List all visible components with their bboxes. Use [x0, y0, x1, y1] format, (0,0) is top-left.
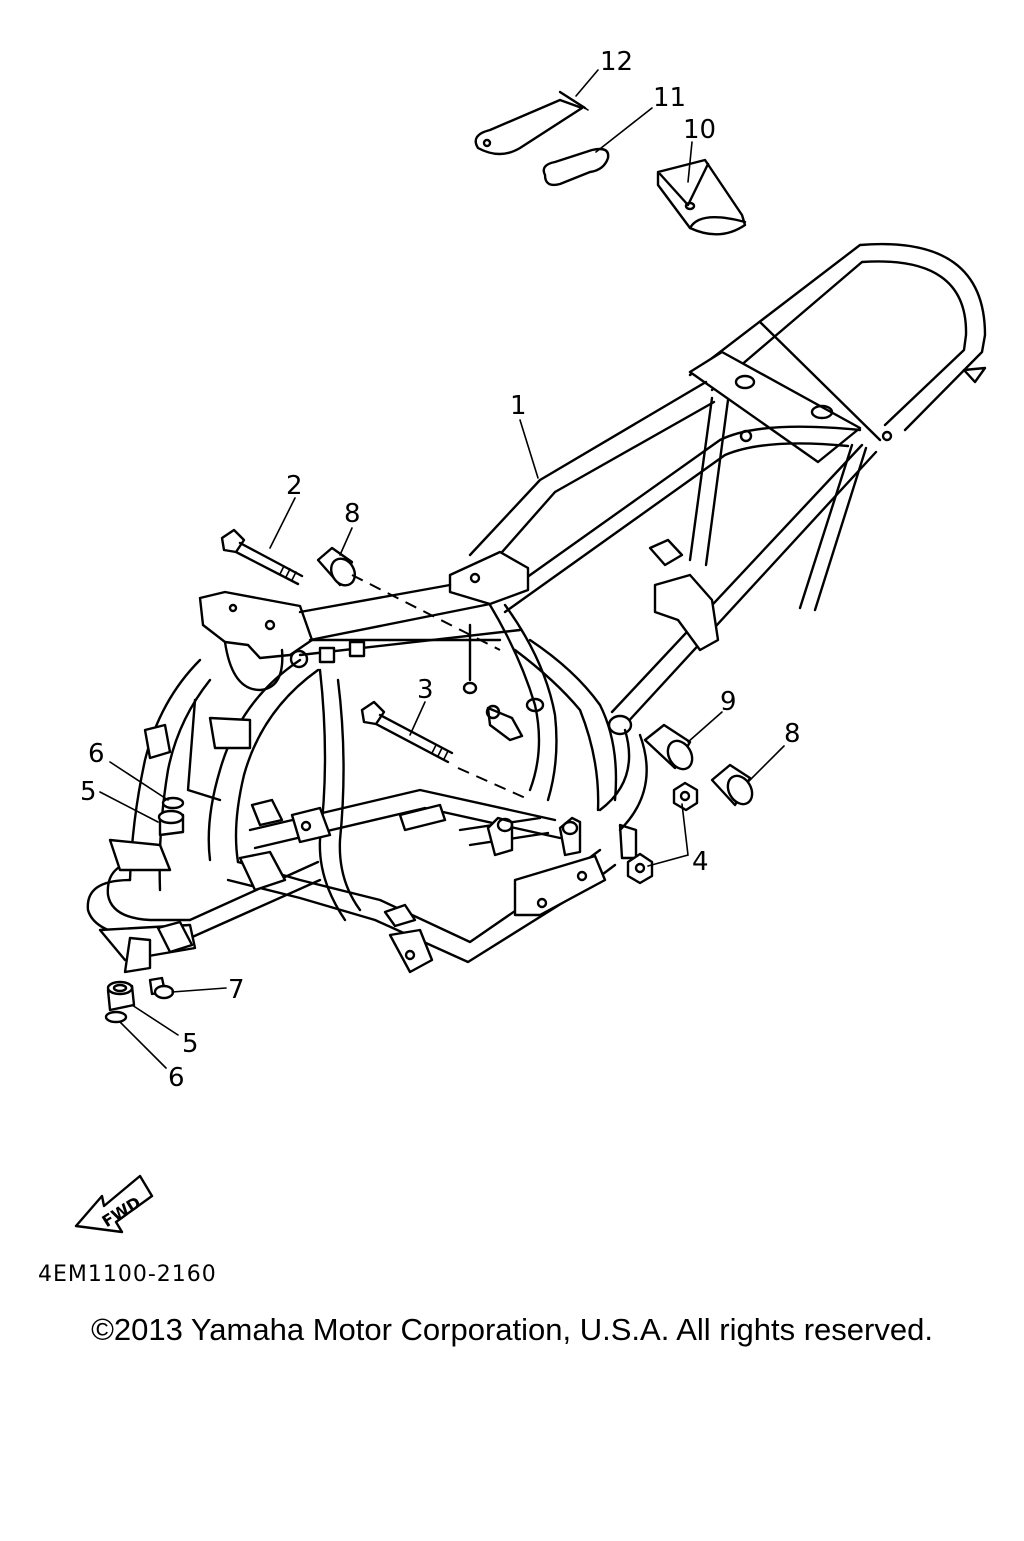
callout-12: 12 [600, 47, 633, 77]
callout-5-upper: 5 [80, 777, 97, 807]
copyright-notice: ©2013 Yamaha Motor Corporation, U.S.A. A… [91, 1312, 933, 1347]
fwd-arrow-icon: FWD [74, 1174, 154, 1234]
diagram-code: 4EM1100-2160 [38, 1262, 217, 1287]
damper-5-lower [106, 980, 136, 1012]
callout-labels: 12 11 10 1 2 8 3 9 8 4 6 5 7 5 6 [80, 47, 801, 1093]
callout-9: 9 [720, 687, 737, 717]
tool-bag-10 [656, 158, 747, 236]
callout-10: 10 [683, 115, 716, 145]
callout-6-upper: 6 [88, 739, 105, 769]
callout-8-upper: 8 [344, 499, 361, 529]
callout-7: 7 [228, 975, 245, 1005]
bolt-3 [360, 700, 454, 764]
wrench-12 [474, 90, 589, 156]
callout-3: 3 [417, 675, 434, 705]
collar-8-upper [316, 546, 357, 587]
callout-2: 2 [286, 471, 303, 501]
loose-parts [104, 90, 754, 1024]
callout-1: 1 [510, 391, 527, 421]
bolt-7 [148, 976, 175, 1000]
frame-drawing [86, 242, 987, 974]
callout-6-lower: 6 [168, 1063, 185, 1093]
washer-6-lower [104, 1010, 128, 1024]
callout-4: 4 [692, 847, 709, 877]
collar-9 [643, 723, 694, 771]
nut-4-upper [672, 781, 699, 812]
callout-5-lower: 5 [182, 1029, 199, 1059]
callout-8-lower: 8 [784, 719, 801, 749]
damper-5-upper [157, 809, 185, 837]
nut-4-lower [626, 852, 654, 885]
bolt-2 [220, 528, 304, 586]
handle-11 [542, 147, 610, 187]
collar-8-lower [710, 763, 754, 807]
leader-lines [99, 69, 785, 1069]
callout-11: 11 [653, 83, 686, 113]
